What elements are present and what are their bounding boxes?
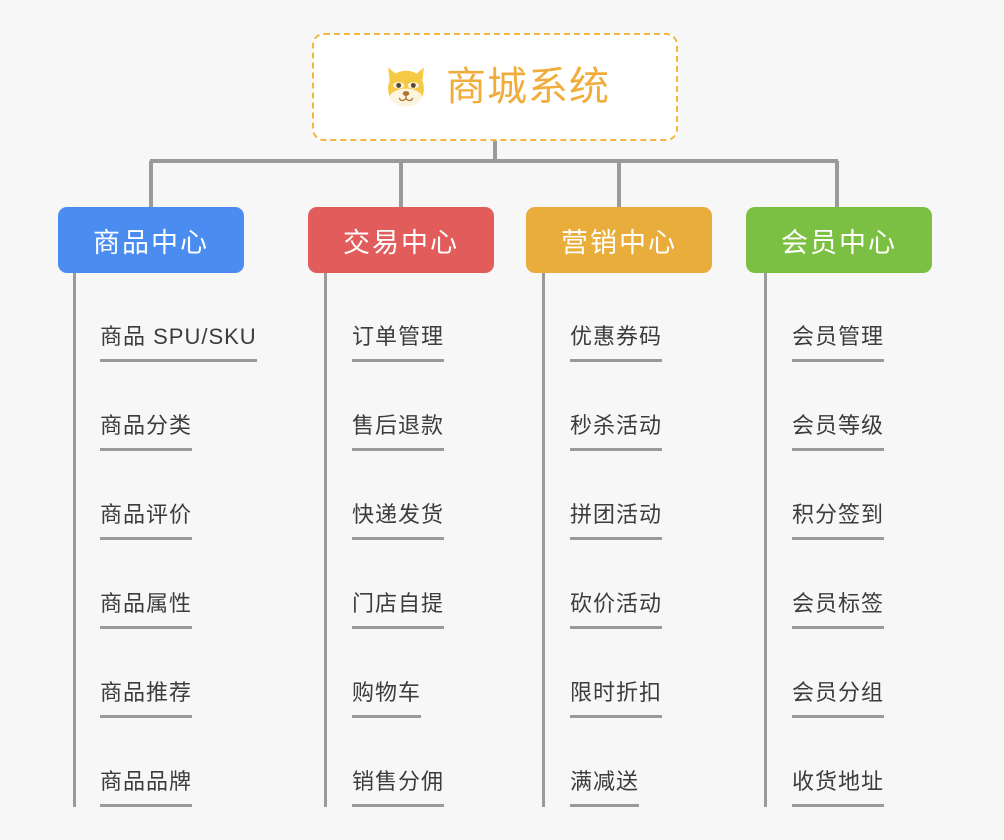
leaf-label: 商品推荐 xyxy=(100,675,193,718)
category-node-product-center[interactable]: 商品中心 xyxy=(58,207,244,273)
leaf-label: 收货地址 xyxy=(792,764,885,807)
leaf-item[interactable]: 销售分佣 xyxy=(308,718,494,807)
leaf-label: 砍价活动 xyxy=(570,586,663,629)
leaf-label: 秒杀活动 xyxy=(570,408,663,451)
leaf-item[interactable]: 优惠券码 xyxy=(526,273,712,362)
category-label: 商品中心 xyxy=(93,227,209,258)
leaf-item[interactable]: 会员分组 xyxy=(746,629,932,718)
branch-trunk-line xyxy=(764,273,767,807)
leaf-item[interactable]: 积分签到 xyxy=(746,451,932,540)
leaf-label: 商品品牌 xyxy=(100,764,193,807)
shiba-dog-face-icon xyxy=(388,67,424,107)
leaf-label: 订单管理 xyxy=(352,319,445,362)
category-label: 营销中心 xyxy=(561,227,677,258)
branch-column-member-center: 会员中心 会员管理 会员等级 积分签到 会员标签 会员分组 收货地址 xyxy=(746,207,932,807)
leaf-label: 会员分组 xyxy=(792,675,885,718)
leaf-label: 商品评价 xyxy=(100,497,193,540)
leaf-item[interactable]: 秒杀活动 xyxy=(526,362,712,451)
category-node-trade-center[interactable]: 交易中心 xyxy=(308,207,494,273)
leaf-item[interactable]: 商品 SPU/SKU xyxy=(58,273,257,362)
branch-trunk-line xyxy=(73,273,76,807)
leaf-item[interactable]: 满减送 xyxy=(526,718,712,807)
branch-column-marketing-center: 营销中心 优惠券码 秒杀活动 拼团活动 砍价活动 限时折扣 满减送 xyxy=(526,207,712,807)
leaf-item[interactable]: 会员管理 xyxy=(746,273,932,362)
category-node-marketing-center[interactable]: 营销中心 xyxy=(526,207,712,273)
root-node-shop-system[interactable]: 商城系统 xyxy=(312,33,678,141)
leaf-item[interactable]: 商品推荐 xyxy=(58,629,244,718)
leaf-list-trade-center: 订单管理 售后退款 快递发货 门店自提 购物车 销售分佣 xyxy=(308,273,494,807)
branch-trunk-line xyxy=(542,273,545,807)
leaf-label: 购物车 xyxy=(352,675,422,718)
leaf-label: 商品 SPU/SKU xyxy=(100,319,257,362)
leaf-item[interactable]: 售后退款 xyxy=(308,362,494,451)
leaf-label: 销售分佣 xyxy=(352,764,445,807)
leaf-item[interactable]: 订单管理 xyxy=(308,273,494,362)
leaf-label: 会员标签 xyxy=(792,586,885,629)
leaf-item[interactable]: 门店自提 xyxy=(308,540,494,629)
leaf-item[interactable]: 收货地址 xyxy=(746,718,932,807)
leaf-item[interactable]: 会员标签 xyxy=(746,540,932,629)
leaf-item[interactable]: 购物车 xyxy=(308,629,494,718)
category-label: 交易中心 xyxy=(343,227,459,258)
leaf-list-marketing-center: 优惠券码 秒杀活动 拼团活动 砍价活动 限时折扣 满减送 xyxy=(526,273,712,807)
leaf-label: 快递发货 xyxy=(352,497,445,540)
leaf-label: 门店自提 xyxy=(352,586,445,629)
leaf-item[interactable]: 商品品牌 xyxy=(58,718,244,807)
leaf-label: 会员管理 xyxy=(792,319,885,362)
leaf-label: 售后退款 xyxy=(352,408,445,451)
leaf-label: 满减送 xyxy=(570,764,640,807)
category-node-member-center[interactable]: 会员中心 xyxy=(746,207,932,273)
leaf-label: 限时折扣 xyxy=(570,675,663,718)
leaf-item[interactable]: 商品评价 xyxy=(58,451,244,540)
leaf-item[interactable]: 砍价活动 xyxy=(526,540,712,629)
branch-column-trade-center: 交易中心 订单管理 售后退款 快递发货 门店自提 购物车 销售分佣 xyxy=(308,207,494,807)
leaf-list-product-center: 商品 SPU/SKU 商品分类 商品评价 商品属性 商品推荐 商品品牌 xyxy=(58,273,257,807)
leaf-label: 商品分类 xyxy=(100,408,193,451)
leaf-item[interactable]: 会员等级 xyxy=(746,362,932,451)
leaf-list-member-center: 会员管理 会员等级 积分签到 会员标签 会员分组 收货地址 xyxy=(746,273,932,807)
leaf-label: 商品属性 xyxy=(100,586,193,629)
leaf-item[interactable]: 限时折扣 xyxy=(526,629,712,718)
leaf-item[interactable]: 拼团活动 xyxy=(526,451,712,540)
leaf-label: 拼团活动 xyxy=(570,497,663,540)
leaf-label: 积分签到 xyxy=(792,497,885,540)
leaf-item[interactable]: 商品分类 xyxy=(58,362,244,451)
root-title: 商城系统 xyxy=(446,65,610,109)
leaf-item[interactable]: 商品属性 xyxy=(58,540,244,629)
leaf-item[interactable]: 快递发货 xyxy=(308,451,494,540)
category-label: 会员中心 xyxy=(781,227,897,258)
branch-trunk-line xyxy=(324,273,327,807)
leaf-label: 会员等级 xyxy=(792,408,885,451)
leaf-label: 优惠券码 xyxy=(570,319,663,362)
branch-column-product-center: 商品中心 商品 SPU/SKU 商品分类 商品评价 商品属性 商品推荐 商品品牌 xyxy=(58,207,257,807)
